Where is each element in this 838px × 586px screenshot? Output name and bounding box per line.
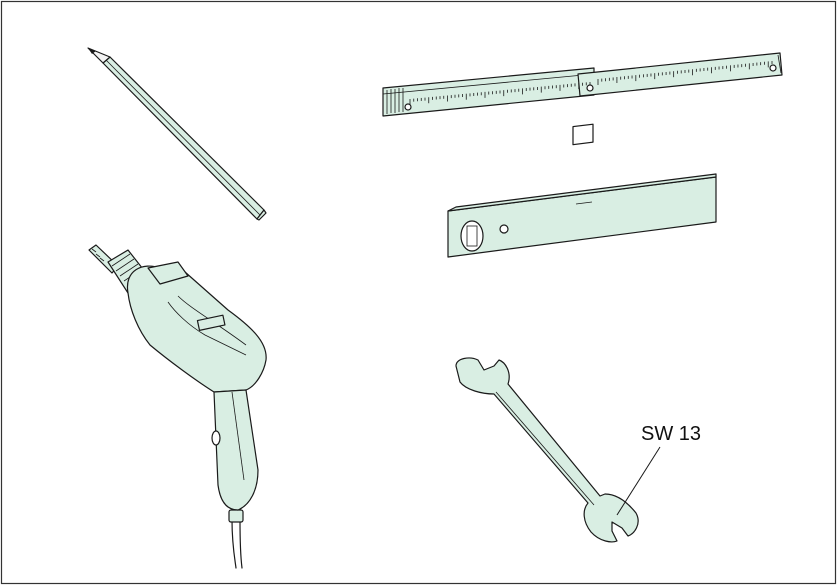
wrench-size-label: SW 13	[641, 423, 701, 445]
open-end-wrench-icon	[455, 357, 639, 543]
label-leader-line	[616, 446, 661, 516]
pencil-icon	[87, 47, 267, 221]
power-drill-icon	[88, 244, 267, 569]
folding-rule-icon	[382, 52, 783, 117]
spirit-level-icon	[447, 123, 717, 258]
